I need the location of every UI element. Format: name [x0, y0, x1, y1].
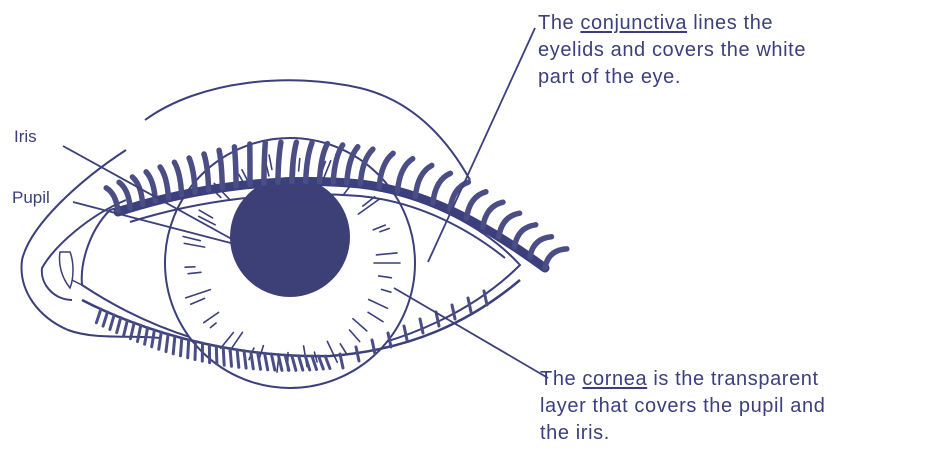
lower-eyelash — [117, 318, 121, 333]
conjunctiva-term: conjunctiva — [580, 12, 687, 34]
caruncle — [59, 252, 73, 288]
lower-eyelash — [223, 347, 224, 365]
pupil-label: Pupil — [12, 188, 50, 208]
lower-eyelash — [173, 336, 175, 354]
lower-eyelash — [103, 312, 107, 326]
lower-eyelash — [138, 325, 141, 341]
lower-eyelash — [124, 320, 128, 335]
upper-eyelash — [174, 162, 181, 195]
upper-eyelash — [219, 150, 222, 188]
lower-eyelash — [216, 346, 217, 364]
iris-label: Iris — [14, 127, 37, 147]
lower-eyelash — [110, 315, 114, 329]
cornea-note: The cornea is the transparent layer that… — [540, 366, 825, 447]
upper-eyelash — [278, 142, 281, 182]
upper-eyelash — [160, 167, 168, 198]
lower-eyelash — [195, 342, 196, 360]
conjunctiva-note-line-3: part of the eye. — [538, 64, 806, 91]
lower-eyelash — [159, 332, 161, 349]
upper-eyelash — [415, 165, 431, 196]
upper-eyelash — [119, 182, 130, 208]
upper-eyelash — [433, 173, 451, 203]
upper-eyelash — [467, 192, 486, 219]
lower-eyelash — [230, 349, 231, 367]
conjunctiva-note-line-1: The conjunctiva lines the — [538, 10, 806, 37]
lower-eyelash — [166, 334, 168, 351]
upper-eyelash — [483, 202, 503, 227]
lower-eyelash — [145, 328, 148, 345]
lower-eyelash — [244, 351, 246, 368]
cornea-note-line-2: layer that covers the pupil and — [540, 393, 825, 420]
cornea-note-line-1: The cornea is the transparent — [540, 366, 825, 393]
lower-eyelash — [96, 309, 101, 323]
cornea-term: cornea — [582, 368, 647, 390]
upper-eyelash — [545, 249, 567, 268]
upper-eyelash — [234, 147, 236, 186]
upper-eyelash — [264, 143, 265, 184]
conjunctiva-note: The conjunctiva lines the eyelids and co… — [538, 10, 806, 91]
lower-eyelash — [152, 330, 155, 347]
lower-eyelash — [181, 338, 182, 356]
conjunctiva-note-line-2: eyelids and covers the white — [538, 37, 806, 64]
lower-eyelash — [237, 350, 239, 368]
lower-eyelash — [188, 340, 189, 358]
upper-eyelash — [398, 159, 413, 191]
upper-eyelash — [132, 177, 142, 204]
cornea-note-line-3: the iris. — [540, 420, 825, 447]
